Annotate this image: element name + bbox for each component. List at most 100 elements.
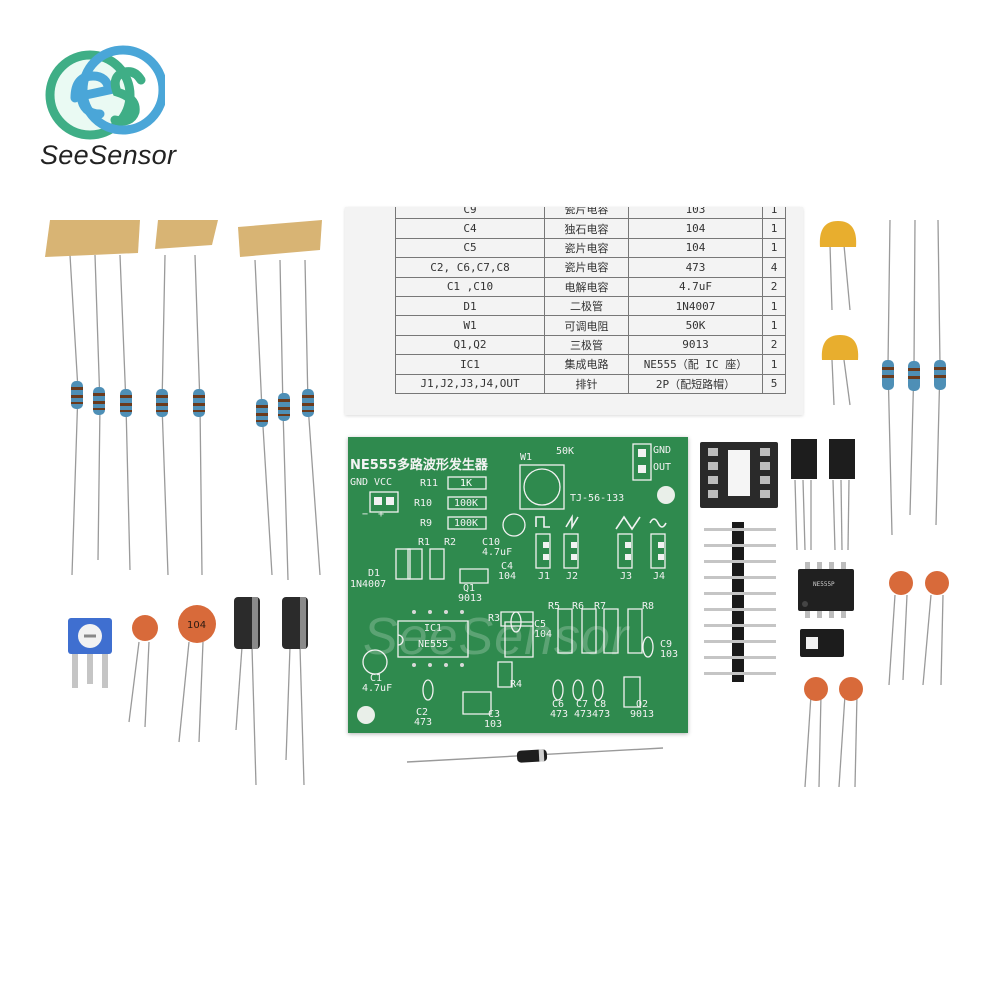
bom-ref: W1 [395,315,545,336]
electrolytic-capacitors-icon [234,597,308,786]
ic-socket-icon [700,442,778,508]
ceramic-capacitors-yellow [819,221,859,406]
pcb-label-r9-value: 100K [454,518,479,529]
pcb-label-r2: R2 [444,537,457,548]
pcb-label-q2: Q2 [636,699,649,710]
pcb-label-d1: D1 [368,568,381,579]
pcb-label-r1: R1 [418,537,431,548]
pcb-label-out-gnd: GND [653,445,672,456]
pcb-label-q2-value: 9013 [630,709,655,720]
pcb-label-c10-value: 4.7uF [482,547,513,558]
pcb-label-c7c8-value: 473473 [574,709,611,720]
bom-type: 二极管 [544,295,629,317]
pcb-label-out: OUT [653,462,672,473]
bom-ref: C9 [395,207,545,220]
pcb-label-r4: R4 [510,679,523,690]
pcb-label-c9-value: 103 [660,649,679,660]
bom-ref: C4 [395,218,545,239]
bom-type: 瓷片电容 [544,257,629,278]
pcb-label-r10: R10 [414,498,433,509]
potentiometer-icon [68,618,112,688]
bom-value: 104 [628,218,763,239]
pcb-label-c10: C10 [482,537,501,548]
pcb-label-c5-value: 104 [534,629,553,640]
pcb-label-r5: R5 [548,601,561,612]
pcb-label-c6-value: 473 [550,709,569,720]
pcb-label-c2-value: 473 [414,717,433,728]
brand-name: SeeSensor [40,140,177,170]
pcb-label-r8: R8 [642,601,655,612]
bom-qty: 1 [762,207,786,220]
pcb-label-pot-value: 50K [556,446,575,457]
bom-value: NE555（配 IC 座） [628,354,763,375]
ceramic-capacitors-orange [804,571,949,788]
pcb-label-j1: J1 [538,571,551,582]
pcb-label-c1: C1 [370,673,383,684]
bom-qty: 2 [762,334,786,356]
pcb-label-c5: C5 [534,619,547,630]
pcb-label-ic1: IC1 [424,623,443,634]
bom-type: 排针 [544,373,629,394]
pcb-label-c1-value: 4.7uF [362,683,393,694]
pcb-label-r7: R7 [594,601,607,612]
jumper-cap-icon [800,629,844,657]
pcb-label-j4: J4 [653,571,666,582]
bom-ref: J1,J2,J3,J4,OUT [395,373,545,394]
bom-value: 50K [628,315,763,336]
bom-qty: 1 [762,237,786,259]
bom-value: 104 [628,237,763,259]
bom-qty: 2 [762,276,786,297]
pcb-label-c2: C2 [416,707,429,718]
pcb-label-plus: + [378,509,385,520]
pcb-label-j2: J2 [566,571,579,582]
bom-qty: 1 [762,295,786,317]
pcb-label-c4: C4 [501,561,514,572]
bom-type: 独石电容 [544,218,629,239]
ne555-chip-icon: NE555P [798,562,854,618]
bom-type: 瓷片电容 [544,207,629,220]
bom-type: 瓷片电容 [544,237,629,259]
bom-value: 103 [628,207,763,220]
cap-104-text: 104 [187,620,206,631]
pcb-label-r11: R11 [420,478,439,489]
ceramic-capacitors-left: 104 [128,605,216,743]
pcb-label-gnd: GND [350,477,369,488]
resistor-bundle-right [882,219,946,536]
bom-value: 1N4007 [628,295,763,317]
bom-qty: 4 [762,257,786,278]
bom-ref: D1 [395,295,545,317]
bom-value: 4.7uF [628,276,763,297]
pcb-title: NE555多路波形发生器 [350,458,488,473]
bom-value: 2P（配短路帽） [628,373,763,394]
seesensor-logo-icon [45,45,165,140]
pcb-label-q1-value: 9013 [458,593,483,604]
bom-ref: IC1 [395,354,545,375]
watermark-text: SeeSensor [363,608,630,666]
pcb-silkscreen-icon [357,443,675,724]
pcb-label-c4-value: 104 [498,571,517,582]
bom-qty: 1 [762,354,786,375]
pcb-label-c9: C9 [660,639,673,650]
pcb-label-r9: R9 [420,518,433,529]
diode-1n4007-icon [406,747,664,763]
pcb-label-q1: Q1 [463,583,476,594]
transistors-9013-icon [791,439,855,551]
bom-ref: C2, C6,C7,C8 [395,257,545,278]
pcb-board: SeeSensor NE555多路波形发生器 50K W1 TJ-56-133 … [348,437,688,733]
bom-ref: Q1,Q2 [395,334,545,356]
pcb-label-c3-value: 103 [484,719,503,730]
pcb-label-c7c8: C7 C8 [576,699,607,710]
resistor-bundle-left [45,220,322,581]
bom-qty: 1 [762,218,786,239]
bom-value: 473 [628,257,763,278]
bom-qty: 5 [762,373,786,394]
pcb-label-d1-value: 1N4007 [350,579,387,590]
pcb-label-c3: C3 [488,709,501,720]
